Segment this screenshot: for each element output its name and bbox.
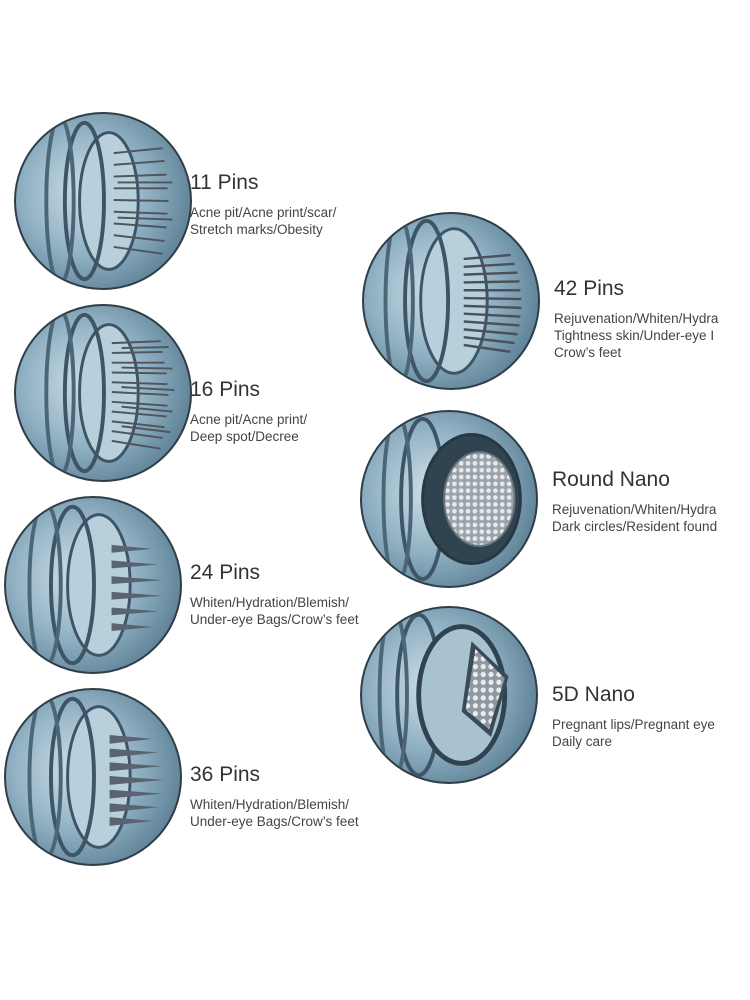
nano-cartridge-5d-icon <box>360 606 538 784</box>
product-name: Round Nano <box>552 468 670 491</box>
product-name: 24 Pins <box>190 561 261 584</box>
product-benefit: Acne pit/Acne print/ <box>190 412 308 427</box>
product-benefit: Daily care <box>552 734 613 749</box>
product-benefit: Under-eye Bags/Crow’s feet <box>190 814 359 829</box>
product-benefit: Rejuvenation/Whiten/Hydra <box>554 311 719 326</box>
product-benefit: Dark circles/Resident found <box>552 519 718 534</box>
product-benefit: Tightness skin/Under-eye I <box>554 328 715 343</box>
product-benefit: Whiten/Hydration/Blemish/ <box>190 595 350 610</box>
product-benefit: Whiten/Hydration/Blemish/ <box>190 797 350 812</box>
product-benefit: Pregnant lips/Pregnant eye <box>552 717 715 732</box>
product-benefit: Acne pit/Acne print/scar/ <box>190 205 337 220</box>
product-benefit: Crow’s feet <box>554 345 622 360</box>
needle-cartridge-16-pins-icon <box>14 304 192 482</box>
nano-cartridge-round-icon <box>360 410 538 588</box>
product-name: 16 Pins <box>190 378 261 401</box>
product-name: 11 Pins <box>190 171 259 194</box>
needle-cartridge-24-pins-icon <box>4 496 182 674</box>
needle-cartridge-36-pins-icon <box>4 688 182 866</box>
product-benefit: Stretch marks/Obesity <box>190 222 323 237</box>
needle-cartridge-42-pins-icon <box>362 212 540 390</box>
needle-cartridge-11-pins-icon <box>14 112 192 290</box>
product-name: 36 Pins <box>190 763 261 786</box>
product-name: 5D Nano <box>552 683 635 706</box>
product-benefit: Deep spot/Decree <box>190 429 299 444</box>
product-benefit: Under-eye Bags/Crow’s feet <box>190 612 359 627</box>
product-benefit: Rejuvenation/Whiten/Hydra <box>552 502 717 517</box>
product-name: 42 Pins <box>554 277 625 300</box>
